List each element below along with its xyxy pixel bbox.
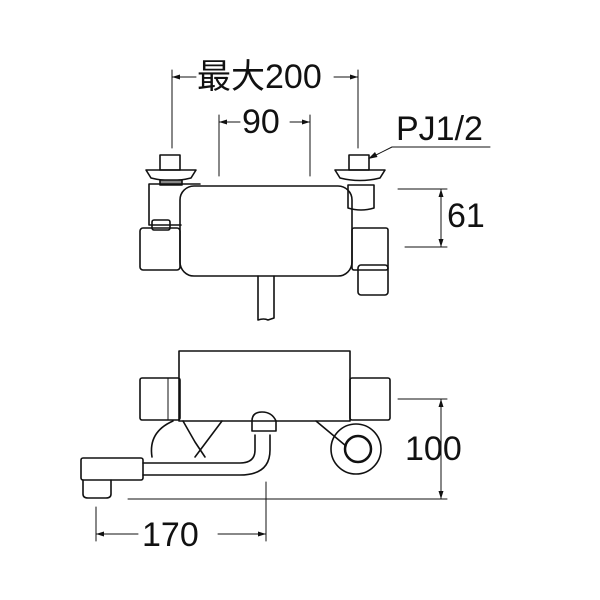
left-inlet-box xyxy=(139,227,181,271)
right-nut xyxy=(348,154,370,171)
arrow-icon xyxy=(258,531,266,537)
right-ring-inner xyxy=(343,434,373,464)
right-ring-outer xyxy=(330,423,382,475)
right-flange xyxy=(334,169,386,182)
arrow-icon xyxy=(219,119,227,125)
top-view xyxy=(139,69,491,321)
arrow-icon xyxy=(172,74,180,80)
arrow-icon xyxy=(96,531,104,537)
height-61-label: 61 xyxy=(447,197,485,235)
max-200-label: 最大200 xyxy=(197,60,322,94)
right-handle xyxy=(349,377,391,421)
left-nut-small xyxy=(151,219,171,231)
arrow-icon xyxy=(368,152,378,159)
arrow-icon xyxy=(438,491,444,499)
arrow-icon xyxy=(438,239,444,247)
thread-label: PJ1/2 xyxy=(396,110,483,148)
spout-joint xyxy=(251,411,277,432)
spout-170-label: 170 xyxy=(142,516,199,554)
right-inlet-cap xyxy=(357,264,389,296)
left-handle xyxy=(139,377,181,421)
spout-pipe xyxy=(142,434,271,476)
spout-nozzle xyxy=(82,479,112,499)
front-view xyxy=(80,350,448,542)
arrow-icon xyxy=(438,399,444,407)
right-inlet-box xyxy=(351,227,389,271)
spout-stub xyxy=(257,275,275,321)
left-flange xyxy=(145,169,197,182)
height-100-label: 100 xyxy=(405,430,462,468)
left-elbow xyxy=(148,183,201,226)
max-prefix: 最大 xyxy=(197,58,265,96)
left-nut xyxy=(159,154,181,171)
max-value: 200 xyxy=(265,58,322,96)
valve-body-front xyxy=(178,350,351,422)
left-bracket xyxy=(150,420,223,458)
pitch-90-label: 90 xyxy=(242,103,280,141)
arrow-icon xyxy=(302,119,310,125)
left-seal xyxy=(159,179,183,186)
right-elbow xyxy=(347,184,375,211)
valve-body-top xyxy=(179,185,353,277)
arrow-icon xyxy=(350,74,358,80)
thread-leader xyxy=(371,146,491,158)
arrow-icon xyxy=(438,189,444,197)
spout-head xyxy=(80,457,144,481)
right-bracket-arm xyxy=(315,420,347,447)
